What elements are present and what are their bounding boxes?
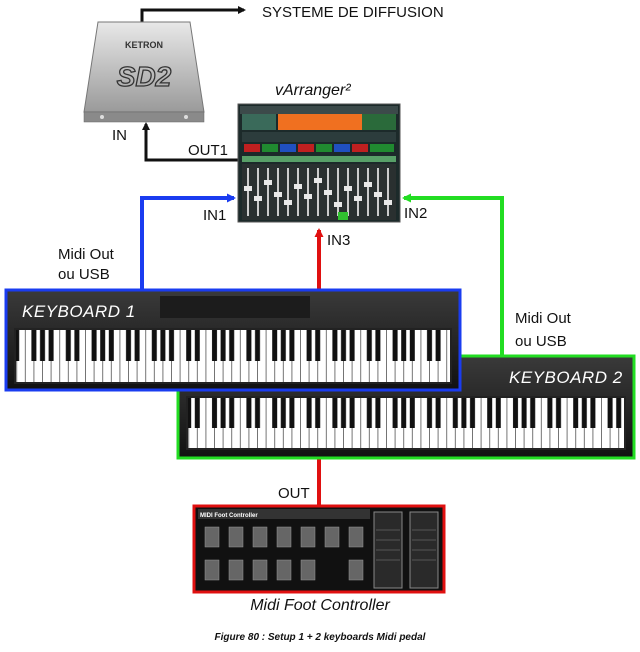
varranger-screen	[237, 103, 401, 223]
sd2-in-label: IN	[112, 127, 127, 144]
keyboard1	[4, 288, 462, 392]
varranger-title: vArranger²	[275, 82, 351, 99]
systeme-label: SYSTEME DE DIFFUSION	[262, 4, 444, 21]
foot-controller-name: Midi Foot Controller	[250, 597, 390, 614]
in3-label: IN3	[327, 232, 350, 249]
keyboard2	[176, 354, 636, 460]
midi-out-left-line2: ou USB	[58, 266, 110, 283]
ketron-sd2-device: KETRON SD2	[83, 21, 205, 123]
out1-label: OUT1	[188, 142, 228, 159]
midi-out-left-line1: Midi Out	[58, 246, 115, 263]
midi-out-right-line2: ou USB	[515, 333, 567, 350]
foot-out-label: OUT	[278, 485, 310, 502]
foot-controller: MIDI Foot Controller	[192, 504, 446, 594]
sd2-logo: SD2	[117, 61, 172, 92]
foot-panel-text: MIDI Foot Controller	[200, 513, 258, 519]
keyboard1-midi-line	[140, 193, 236, 290]
keyboard2-midi-line	[402, 193, 504, 356]
figure-caption: Figure 80 : Setup 1 + 2 keyboards Midi p…	[215, 632, 426, 643]
midi-out-right-line1: Midi Out	[515, 310, 572, 327]
keyboard2-label: KEYBOARD 2	[509, 368, 623, 387]
in1-label: IN1	[203, 207, 226, 224]
keyboard1-label: KEYBOARD 1	[22, 302, 136, 321]
in2-label: IN2	[404, 205, 427, 222]
out1-line	[142, 122, 238, 162]
output-line	[140, 6, 246, 22]
ketron-brand: KETRON	[125, 40, 163, 50]
